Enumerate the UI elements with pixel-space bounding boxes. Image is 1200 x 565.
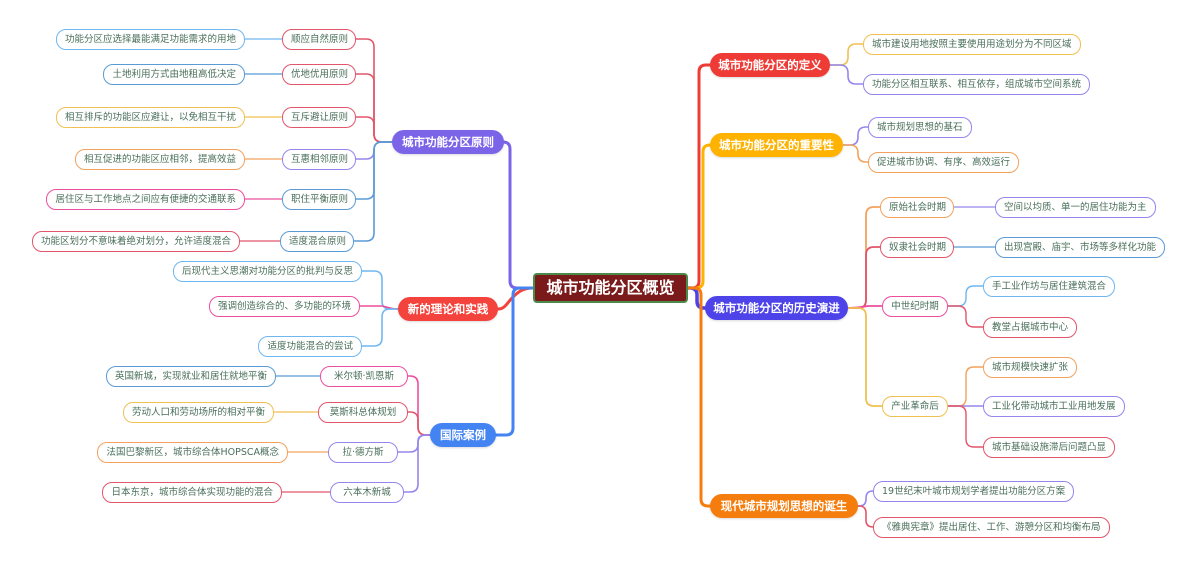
history-detail-2-1[interactable]: 教堂占据城市中心	[983, 317, 1078, 338]
link	[353, 141, 393, 242]
case-label-0[interactable]: 米尔顿·凯恩斯	[320, 366, 408, 387]
principle-label-5[interactable]: 适度混合原则	[280, 231, 354, 252]
history-detail-2-0[interactable]: 手工业作坊与居住建筑混合	[983, 276, 1116, 297]
link	[361, 308, 399, 347]
branch-definition[interactable]: 城市功能分区的定义	[710, 53, 830, 77]
history-period-1[interactable]: 奴隶社会时期	[880, 237, 954, 258]
link	[857, 490, 874, 507]
case-detail-1[interactable]: 劳动人口和劳动场所的相对平衡	[122, 402, 274, 423]
principle-detail-3[interactable]: 相互促进的功能区应相邻，提高效益	[74, 149, 245, 170]
branch-history[interactable]: 城市功能分区的历史演进	[705, 296, 848, 320]
link	[407, 375, 431, 436]
link	[496, 286, 535, 311]
link	[403, 434, 431, 493]
case-label-1[interactable]: 莫斯科总体规划	[318, 402, 408, 423]
principle-label-2[interactable]: 互斥避让原则	[282, 107, 356, 128]
link	[686, 286, 707, 310]
link	[502, 140, 535, 290]
history-detail-3-1[interactable]: 工业化带动城市工业用地发展	[983, 396, 1125, 417]
principle-label-4[interactable]: 职住平衡原则	[282, 189, 356, 210]
case-detail-0[interactable]: 英国新城，实现就业和居住就地平衡	[105, 366, 276, 387]
principle-label-0[interactable]: 顺应自然原则	[282, 29, 356, 50]
principle-label-3[interactable]: 互惠相邻原则	[282, 149, 356, 170]
definition-detail-0[interactable]: 城市建设用地按照主要使用用途划分为不同区域	[863, 34, 1081, 55]
modern-detail-0[interactable]: 19世纪末叶城市规划学者提出功能分区方案	[873, 481, 1075, 502]
link	[947, 285, 984, 307]
case-detail-2[interactable]: 法国巴黎新区，城市综合体HOPSCA概念	[97, 442, 288, 463]
branch-modern-planning[interactable]: 现代城市规划思想的诞生	[710, 494, 858, 518]
link	[829, 43, 864, 66]
link	[359, 305, 399, 310]
link	[842, 126, 869, 146]
link	[847, 305, 883, 309]
link	[847, 307, 883, 407]
link	[847, 206, 881, 309]
principle-label-1[interactable]: 优地优用原则	[282, 64, 356, 85]
link	[397, 434, 431, 453]
case-label-2[interactable]: 拉·德方斯	[328, 442, 398, 463]
branch-principles[interactable]: 城市功能分区原则	[392, 130, 504, 154]
link	[361, 270, 399, 310]
link	[829, 64, 864, 85]
link	[494, 286, 535, 437]
case-label-3[interactable]: 六本木新城	[330, 482, 404, 503]
history-detail-0-0[interactable]: 空间以均质、单一的居住功能为主	[995, 197, 1156, 218]
principle-detail-2[interactable]: 相互排斥的功能区应避让，以免相互干扰	[55, 107, 245, 128]
principle-detail-0[interactable]: 功能分区应选择最能满足功能需求的用地	[55, 29, 245, 50]
central-topic[interactable]: 城市功能分区概览	[533, 273, 688, 303]
history-detail-3-2[interactable]: 城市基础设施滞后问题凸显	[983, 437, 1116, 458]
branch-international-cases[interactable]: 国际案例	[430, 423, 496, 447]
link	[847, 246, 881, 309]
link	[355, 116, 393, 143]
history-detail-1-0[interactable]: 出现宫殿、庙宇、市场等多样化功能	[995, 237, 1166, 258]
principle-detail-1[interactable]: 土地利用方式由地租高低决定	[103, 64, 245, 85]
principle-detail-4[interactable]: 居住区与工作地点之间应有便捷的交通联系	[46, 189, 245, 210]
link	[857, 505, 874, 528]
link	[355, 141, 393, 160]
history-period-3[interactable]: 产业革命后	[882, 396, 948, 417]
new-theory-detail-2[interactable]: 适度功能混合的尝试	[258, 336, 362, 357]
importance-detail-1[interactable]: 促进城市协调、有序、高效运行	[868, 152, 1020, 173]
history-period-0[interactable]: 原始社会时期	[880, 197, 954, 218]
link	[355, 73, 393, 143]
modern-detail-1[interactable]: 《雅典宪章》提出居住、工作、游憩分区和均衡布局	[873, 517, 1110, 538]
link	[842, 144, 869, 163]
link	[686, 143, 712, 290]
link	[947, 366, 984, 407]
new-theory-detail-1[interactable]: 强调创造综合的、多功能的环境	[208, 296, 360, 317]
principle-detail-5[interactable]: 功能区划分不意味着绝对划分，允许适度混合	[31, 231, 240, 252]
new-theory-detail-0[interactable]: 后现代主义思潮对功能分区的批判与反思	[172, 261, 362, 282]
case-detail-3[interactable]: 日本东京，城市综合体实现功能的混合	[102, 482, 282, 503]
link	[686, 286, 712, 508]
link	[355, 141, 393, 200]
branch-importance[interactable]: 城市功能分区的重要性	[710, 133, 843, 157]
history-detail-3-0[interactable]: 城市规模快速扩张	[983, 357, 1078, 378]
importance-detail-0[interactable]: 城市规划思想的基石	[868, 117, 972, 138]
branch-new-theory[interactable]: 新的理论和实践	[398, 297, 498, 321]
link	[947, 405, 984, 448]
link	[355, 38, 393, 143]
definition-detail-1[interactable]: 功能分区相互联系、相互依存，组成城市空间系统	[863, 74, 1091, 95]
link	[407, 411, 431, 436]
link	[947, 305, 984, 328]
link	[686, 63, 712, 290]
history-period-2[interactable]: 中世纪时期	[882, 296, 948, 317]
